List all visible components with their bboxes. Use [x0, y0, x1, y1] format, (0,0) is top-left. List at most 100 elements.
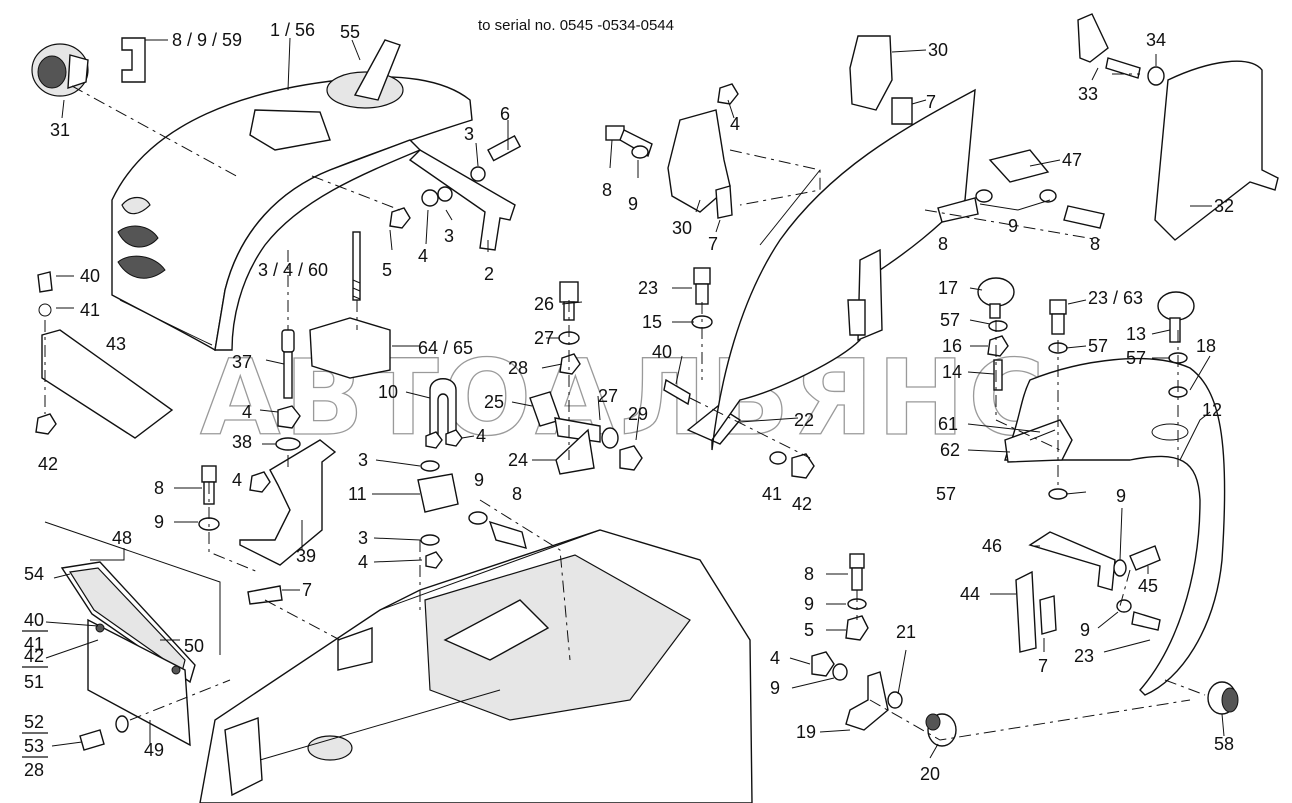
- callout-label: 9: [154, 512, 164, 532]
- fender-12: [1004, 357, 1226, 696]
- bracket-44: [1015, 570, 1161, 653]
- callout-label: 30: [672, 218, 692, 238]
- bracket-46: [1028, 531, 1161, 591]
- callout-label: 64 / 65: [418, 338, 473, 358]
- callout-label: 29: [628, 404, 648, 424]
- callout-label: 30: [928, 40, 948, 60]
- callout-label: 37: [232, 352, 252, 372]
- fraction-label: 40: [24, 610, 44, 630]
- callout-label: 58: [1214, 734, 1234, 754]
- callout-label: 57: [1088, 336, 1108, 356]
- callout-label: 28: [508, 358, 528, 378]
- callout-label: 8: [938, 234, 948, 254]
- hinge-30-center: [605, 83, 739, 219]
- callout-label: 1 / 56: [270, 20, 315, 40]
- rod-3-4-60: [352, 231, 361, 301]
- callout-label: 9: [1080, 620, 1090, 640]
- fasteners-group-a: [389, 134, 522, 229]
- callout-label: 47: [1062, 150, 1082, 170]
- callout-label: 5: [382, 260, 392, 280]
- bolt-23-63: [1048, 299, 1068, 500]
- callout-label: 7: [708, 234, 718, 254]
- callout-label: 6: [500, 104, 510, 124]
- callout-label: 7: [1038, 656, 1048, 676]
- fraction-label: 52: [24, 712, 44, 732]
- callout-label: 9: [804, 594, 814, 614]
- callout-label: 3: [358, 450, 368, 470]
- fraction-bars: [22, 630, 48, 758]
- callout-label: 8: [804, 564, 814, 584]
- callout-label: 48: [112, 528, 132, 548]
- callout-label: 57: [936, 484, 956, 504]
- callout-label: 8: [154, 478, 164, 498]
- callout-label: 40: [652, 342, 672, 362]
- callout-label: 23: [1074, 646, 1094, 666]
- callout-label: 42: [38, 454, 58, 474]
- fraction-label: 51: [24, 672, 44, 692]
- fraction-tail-label: 28: [24, 760, 44, 780]
- panel-32: [1154, 60, 1279, 241]
- plate-43: [35, 271, 174, 439]
- callout-label: 54: [24, 564, 44, 584]
- serial-note: to serial no. 0545 -0534-0544: [478, 17, 674, 34]
- callout-label: 4: [476, 426, 486, 446]
- callout-label: 18: [1196, 336, 1216, 356]
- knob-31: [31, 43, 89, 97]
- fraction-label: 41: [24, 634, 44, 654]
- callout-label: 9: [1008, 216, 1018, 236]
- callout-label: 4: [730, 114, 740, 134]
- hinge-30-right: [849, 35, 913, 125]
- callout-label: 3 / 4 / 60: [258, 260, 328, 280]
- callout-label: 15: [642, 312, 662, 332]
- callout-label: 7: [926, 92, 936, 112]
- callout-label: 3: [444, 226, 454, 246]
- assembly-lines: [44, 73, 1206, 741]
- callout-label: 41: [762, 484, 782, 504]
- callout-label: 4: [418, 246, 428, 266]
- bracket-39: [239, 439, 337, 566]
- callout-label: 40: [80, 266, 100, 286]
- fraction-label: 42: [24, 646, 44, 666]
- callout-label: 9: [770, 678, 780, 698]
- callout-label: 34: [1146, 30, 1166, 50]
- callout-label: 4: [770, 648, 780, 668]
- panel-48: [44, 521, 221, 751]
- callout-label: 33: [1078, 84, 1098, 104]
- callout-label: 2: [484, 264, 494, 284]
- callout-label: 23: [638, 278, 658, 298]
- callout-label: 8: [602, 180, 612, 200]
- u-bolt-10: [429, 378, 457, 441]
- plate-7-lower: [247, 585, 283, 605]
- callout-label: 32: [1214, 196, 1234, 216]
- fraction-label: 53: [24, 736, 44, 756]
- callout-label: 8: [512, 484, 522, 504]
- leader-lines: [45, 37, 1225, 759]
- callout-label: 8 / 9 / 59: [172, 30, 242, 50]
- callout-label: 23 / 63: [1088, 288, 1143, 308]
- bolt-37: [275, 329, 301, 451]
- chassis-frame: [199, 529, 753, 803]
- bracket-19: [811, 553, 957, 747]
- callout-label: 7: [302, 580, 312, 600]
- callout-label: 14: [942, 362, 962, 382]
- callout-label: 57: [1126, 348, 1146, 368]
- callout-label: 3: [358, 528, 368, 548]
- callout-label: 19: [796, 722, 816, 742]
- spacer-group: [529, 281, 643, 475]
- callout-label: 26: [534, 294, 554, 314]
- callout-label: 31: [50, 120, 70, 140]
- bracket-47: [937, 149, 1105, 229]
- callout-label: 16: [942, 336, 962, 356]
- callout-label: 20: [920, 764, 940, 784]
- bracket-64-65: [309, 317, 391, 379]
- callout-label: 9: [474, 470, 484, 490]
- callout-label: 3: [464, 124, 474, 144]
- callout-label: 22: [794, 410, 814, 430]
- callout-label: 43: [106, 334, 126, 354]
- callout-label: 57: [940, 310, 960, 330]
- callout-label: 39: [296, 546, 316, 566]
